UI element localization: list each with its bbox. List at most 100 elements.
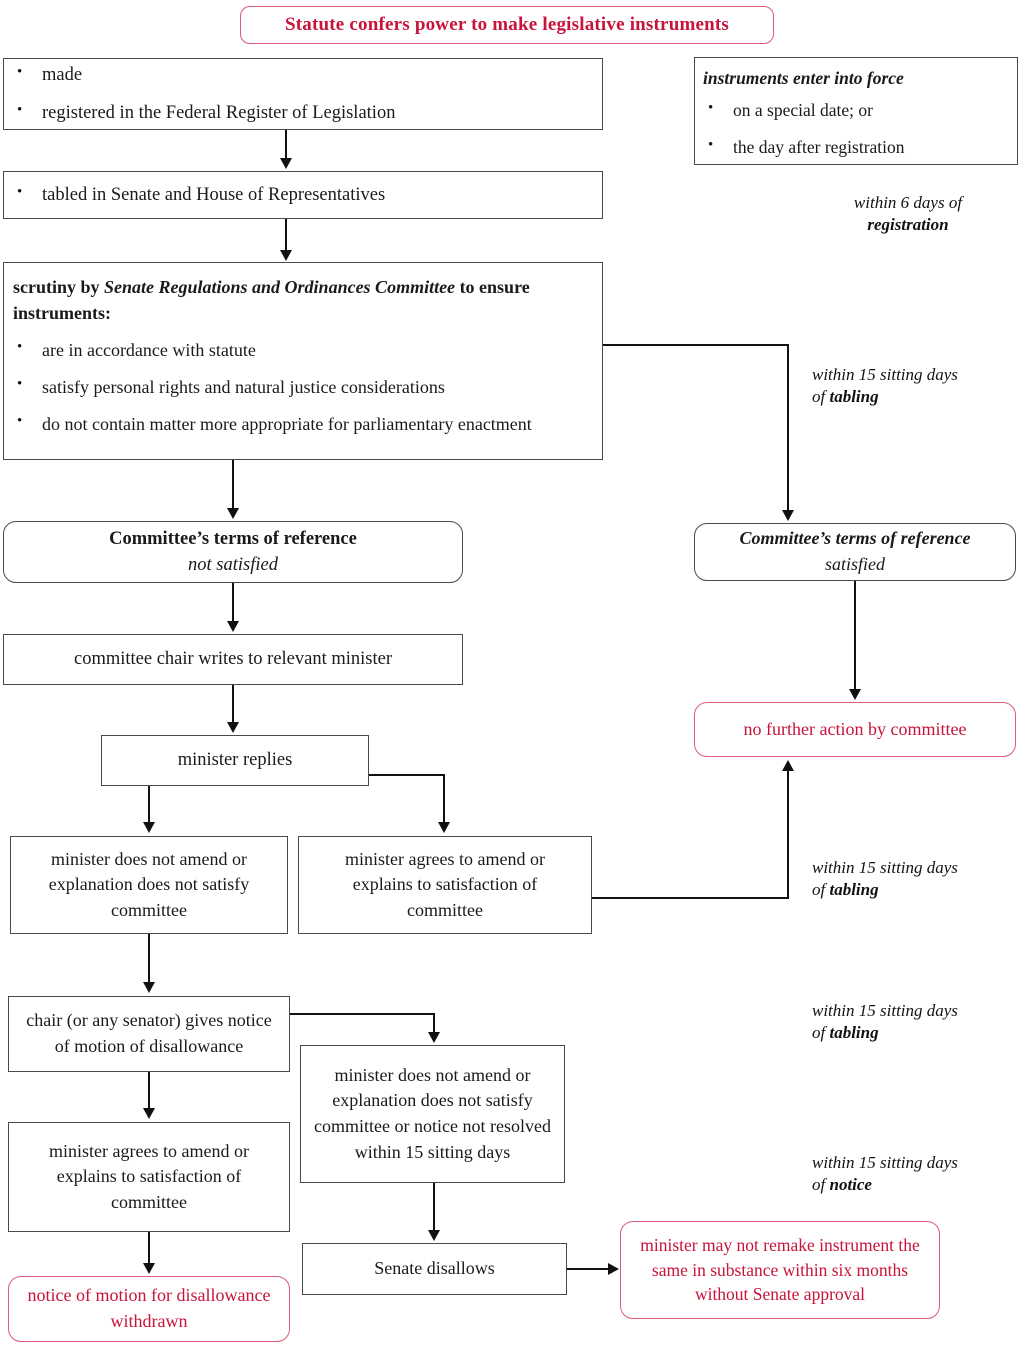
title-label: Statute confers power to make legislativ… xyxy=(284,13,730,35)
minister-agrees-2-node: minister agrees to amend or explains to … xyxy=(8,1122,290,1232)
annotation-line-2: registration xyxy=(867,214,949,234)
enter-into-force-list: on a special date; or the day after regi… xyxy=(695,98,1017,160)
annotation-line-2-prefix: of xyxy=(812,386,830,406)
minister-agrees-1-label: minister agrees to amend or explains to … xyxy=(345,848,545,920)
connector-replies-right-horizontal xyxy=(369,774,445,776)
list-item: tabled in Senate and House of Representa… xyxy=(4,182,602,208)
enter-into-force-node: instruments enter into force on a specia… xyxy=(694,57,1018,165)
arrow-replies-to-agrees-1 xyxy=(437,822,450,833)
annotation-within-6-days: within 6 days of registration xyxy=(808,192,1008,236)
list-item: satisfy personal rights and natural just… xyxy=(4,374,602,399)
annotation-line-2-strong: tabling xyxy=(829,879,879,899)
minister-replies-node: minister replies xyxy=(101,735,369,786)
scrutiny-heading-emphasis: Senate Regulations and Ordinances Commit… xyxy=(104,277,456,297)
arrow-tabled-to-scrutiny xyxy=(279,250,292,261)
connector-satisfied-to-no-further-action xyxy=(854,581,856,689)
arrow-chair-notice-to-agrees-2 xyxy=(142,1108,155,1119)
connector-made-to-tabled xyxy=(285,130,287,160)
connector-no-amend-2-to-senate xyxy=(433,1183,435,1231)
minister-agrees-2-label: minister agrees to amend or explains to … xyxy=(49,1140,249,1212)
list-item: registered in the Federal Register of Le… xyxy=(4,100,602,126)
no-remake-node: minister may not remake instrument the s… xyxy=(620,1221,940,1319)
annotation-line-2-strong: tabling xyxy=(829,386,879,406)
senate-disallows-label: Senate disallows xyxy=(374,1258,495,1279)
minister-no-amend-1-node: minister does not amend or explanation d… xyxy=(10,836,288,934)
tabled-list: tabled in Senate and House of Representa… xyxy=(4,182,602,208)
annotation-line-2-prefix: of xyxy=(812,879,830,899)
arrow-no-amend-2-to-senate xyxy=(427,1230,440,1241)
senate-disallows-node: Senate disallows xyxy=(302,1243,567,1295)
annotation-line-2-strong: notice xyxy=(829,1174,872,1194)
annotation-line-2-strong: tabling xyxy=(829,1022,879,1042)
arrow-no-amend-1-to-chair-notice xyxy=(142,982,155,993)
minister-agrees-1-node: minister agrees to amend or explains to … xyxy=(298,836,592,934)
no-further-action-node: no further action by committee xyxy=(694,702,1016,757)
connector-scrutiny-right-vertical xyxy=(787,344,789,511)
connector-replies-to-no-amend-1 xyxy=(148,786,150,822)
annotation-within-15-tabling-c: within 15 sitting days of tabling xyxy=(812,1000,1022,1044)
made-registered-list: made registered in the Federal Register … xyxy=(4,62,602,126)
connector-no-amend-1-to-chair-notice xyxy=(148,934,150,982)
no-further-action-label: no further action by committee xyxy=(743,718,967,739)
notice-withdrawn-label: notice of motion for disallowance withdr… xyxy=(27,1285,271,1331)
arrow-scrutiny-to-satisfied xyxy=(781,510,794,521)
scrutiny-node: scrutiny by Senate Regulations and Ordin… xyxy=(3,262,603,460)
annotation-line-2-prefix: of xyxy=(812,1174,830,1194)
tabled-node: tabled in Senate and House of Representa… xyxy=(3,171,603,219)
notice-withdrawn-node: notice of motion for disallowance withdr… xyxy=(8,1276,290,1342)
list-item: on a special date; or xyxy=(695,98,1017,123)
connector-not-satisfied-to-chair xyxy=(232,583,234,621)
list-item: the day after registration xyxy=(695,135,1017,160)
annotation-within-15-tabling-b: within 15 sitting days of tabling xyxy=(812,857,1022,901)
enter-into-force-heading: instruments enter into force xyxy=(703,68,904,88)
tor-satisfied-line2: satisfied xyxy=(824,554,885,574)
arrow-agrees-1-to-no-further-action xyxy=(781,760,794,771)
annotation-line-1: within 6 days of xyxy=(853,193,963,212)
scrutiny-heading-part1: scrutiny by xyxy=(13,277,105,297)
chair-notice-node: chair (or any senator) gives notice of m… xyxy=(8,996,290,1072)
annotation-line-2: of tabling xyxy=(812,1022,1022,1044)
arrow-agrees-2-to-notice-withdrawn xyxy=(142,1263,155,1274)
minister-replies-label: minister replies xyxy=(177,750,293,771)
tor-satisfied-node: Committee’s terms of reference satisfied xyxy=(694,523,1016,581)
connector-chair-notice-horizontal xyxy=(290,1013,435,1015)
annotation-within-15-notice: within 15 sitting days of notice xyxy=(812,1152,1022,1196)
tor-not-satisfied-line2: not satisfied xyxy=(188,555,278,575)
arrow-scrutiny-to-not-satisfied xyxy=(226,508,239,519)
scrutiny-heading-part2: to ensure instruments: xyxy=(13,277,530,323)
connector-scrutiny-to-not-satisfied xyxy=(232,460,234,508)
list-item: made xyxy=(4,62,602,88)
annotation-within-15-tabling-a: within 15 sitting days of tabling xyxy=(812,364,1022,408)
connector-chair-notice-vertical xyxy=(433,1013,435,1033)
annotation-line-2: of tabling xyxy=(812,879,1022,901)
arrow-chair-to-minister-replies xyxy=(226,722,239,733)
annotation-line-1: within 15 sitting days xyxy=(812,365,958,384)
chair-writes-label: committee chair writes to relevant minis… xyxy=(74,649,392,670)
list-item: do not contain matter more appropriate f… xyxy=(4,411,602,436)
annotation-line-2: of tabling xyxy=(812,386,1022,408)
tor-not-satisfied-line1: Committee’s terms of reference xyxy=(109,528,357,549)
minister-no-amend-2-label: minister does not amend or explanation d… xyxy=(314,1064,551,1162)
arrow-not-satisfied-to-chair xyxy=(226,621,239,632)
arrow-senate-to-no-remake xyxy=(608,1263,619,1275)
made-registered-node: made registered in the Federal Register … xyxy=(3,58,603,130)
annotation-line-1: within 15 sitting days xyxy=(812,858,958,877)
tor-satisfied-line1: Committee’s terms of reference xyxy=(739,528,971,549)
arrow-satisfied-to-no-further-action xyxy=(848,689,861,700)
title-node: Statute confers power to make legislativ… xyxy=(240,6,774,44)
minister-no-amend-2-node: minister does not amend or explanation d… xyxy=(300,1045,565,1183)
arrow-replies-to-no-amend-1 xyxy=(142,822,155,833)
connector-chair-to-minister-replies xyxy=(232,685,234,722)
connector-agrees-1-vertical xyxy=(787,771,789,899)
scrutiny-list: are in accordance with statute satisfy p… xyxy=(4,337,602,437)
list-item: are in accordance with statute xyxy=(4,337,602,362)
annotation-line-2: of notice xyxy=(812,1174,1022,1196)
connector-agrees-1-horizontal xyxy=(592,897,789,899)
connector-chair-notice-to-agrees-2 xyxy=(148,1072,150,1109)
annotation-line-1: within 15 sitting days xyxy=(812,1001,958,1020)
connector-scrutiny-right-horizontal xyxy=(603,344,789,346)
chair-writes-node: committee chair writes to relevant minis… xyxy=(3,634,463,685)
connector-agrees-2-to-notice-withdrawn xyxy=(148,1232,150,1264)
chair-notice-label: chair (or any senator) gives notice of m… xyxy=(26,1010,272,1056)
